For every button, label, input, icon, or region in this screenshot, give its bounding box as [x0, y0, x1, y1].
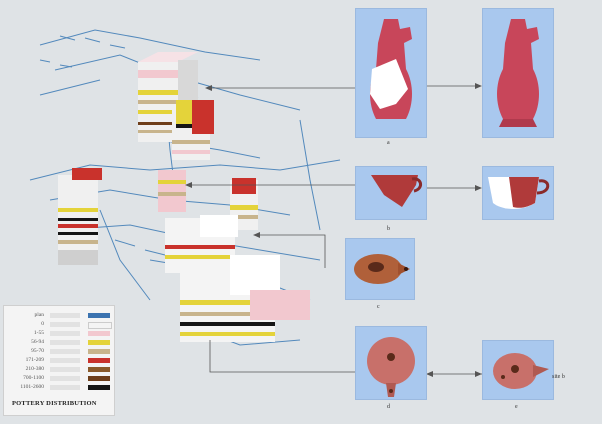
legend-label: plan — [34, 312, 44, 318]
arrow-head-c — [253, 232, 260, 238]
legend-row: 95-70 — [4, 348, 114, 355]
caption-d: d — [387, 404, 390, 410]
legend-swatch — [88, 313, 110, 318]
legend-swatch — [88, 349, 110, 354]
arrow-head-b2 — [475, 185, 482, 191]
legend-row: plan — [4, 312, 114, 319]
legend-swatch — [88, 358, 110, 363]
caption-c: c — [377, 304, 380, 310]
legend-swatch — [88, 367, 110, 372]
legend-label: 95-70 — [31, 348, 44, 354]
site-b-label: site b — [552, 374, 565, 380]
legend-bar — [50, 376, 80, 381]
connector-lines — [190, 85, 552, 375]
caption-b: b — [387, 226, 390, 232]
arrow-head-d2 — [475, 371, 482, 377]
arrow-head-a2 — [475, 83, 482, 89]
legend-bar — [50, 358, 80, 363]
legend-bar — [50, 367, 80, 372]
legend-label: 210-380 — [25, 366, 44, 372]
photo-oil-lamp-e — [482, 340, 554, 400]
legend-bar — [50, 385, 80, 390]
legend-swatch — [88, 385, 110, 390]
legend-label: 700-1100 — [23, 375, 44, 381]
legend-bar — [50, 313, 80, 318]
legend-panel: plan 0 1-55 56-94 95-70 171-209 — [3, 305, 115, 416]
caption-a: a — [387, 140, 390, 146]
photo-oil-lamp-d — [355, 326, 427, 400]
legend-label: 1-55 — [33, 330, 44, 336]
legend-label: 0 — [41, 321, 44, 327]
photo-oil-lamp-c — [345, 238, 415, 300]
stacked-bar-6 — [180, 255, 310, 342]
legend-row: 56-94 — [4, 339, 114, 346]
legend-swatch — [88, 322, 112, 329]
legend-swatch — [88, 376, 110, 381]
legend-row: 171-209 — [4, 357, 114, 364]
legend-bar — [50, 340, 80, 345]
legend-swatch — [88, 331, 110, 336]
photo-jug-fragment — [355, 8, 427, 138]
arrow-head-b — [185, 182, 192, 188]
arrow-head-a — [205, 85, 212, 91]
legend-row: 210-380 — [4, 366, 114, 373]
caption-e: e — [515, 404, 518, 410]
legend-bar — [50, 331, 80, 336]
legend-title: POTTERY DISTRIBUTION — [12, 400, 97, 407]
legend-bar — [50, 322, 80, 327]
stacked-bar-2 — [172, 100, 214, 160]
legend-row: 1-55 — [4, 330, 114, 337]
arrow-head-d1 — [426, 371, 433, 377]
legend-row: 1101-2600 — [4, 384, 114, 391]
legend-swatch — [88, 340, 110, 345]
legend-label: 1101-2600 — [20, 384, 44, 390]
photo-cup-restored — [482, 166, 554, 220]
legend-bar — [50, 349, 80, 354]
legend-row: 700-1100 — [4, 375, 114, 382]
legend-label: 171-209 — [25, 357, 44, 363]
legend-row: 0 — [4, 321, 114, 329]
photo-cup-fragment — [355, 166, 427, 220]
stacked-bar-3 — [58, 168, 102, 265]
photo-jug-restored — [482, 8, 554, 138]
legend-label: 56-94 — [31, 339, 44, 345]
